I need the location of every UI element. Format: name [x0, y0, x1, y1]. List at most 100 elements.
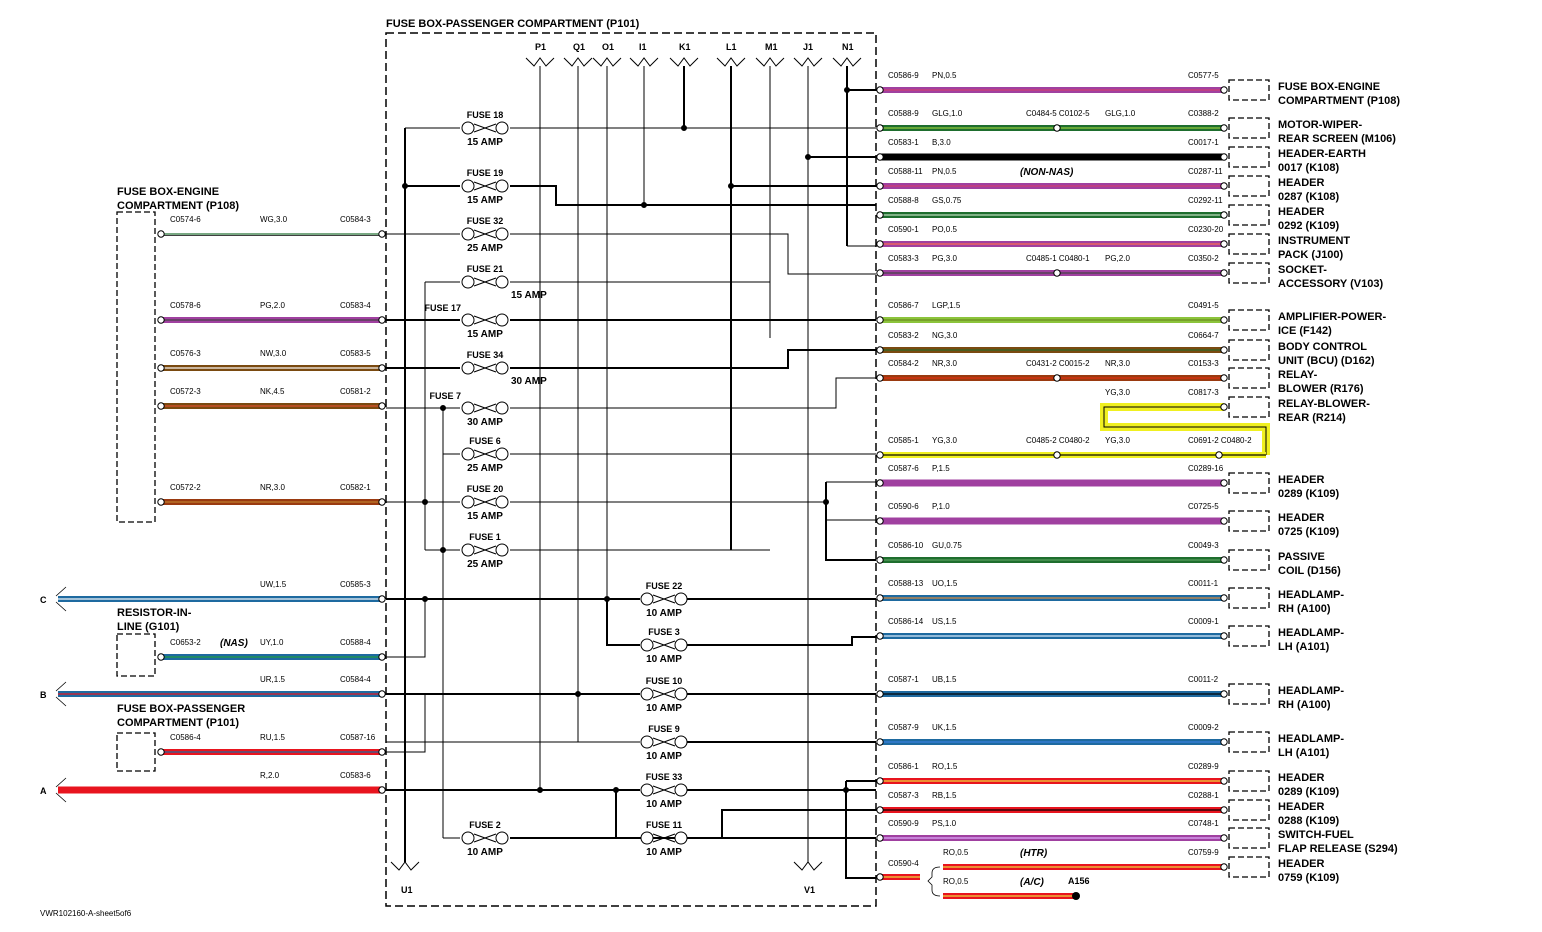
connector-pin-icon — [876, 86, 884, 94]
fuse: FUSE 20 15 AMP — [461, 484, 509, 522]
connector-id: C0590-6 — [888, 502, 919, 511]
internal-wire — [510, 377, 876, 409]
component-outline — [1228, 233, 1270, 255]
wire-code: YG,3.0 — [1105, 388, 1130, 397]
fuse-name: FUSE 21 — [467, 264, 504, 274]
component-outline — [1228, 79, 1270, 101]
fuse-symbol-icon — [461, 401, 475, 415]
connector-pin-icon — [1220, 153, 1228, 161]
fuse-element-icon — [652, 737, 676, 747]
fuse-element-icon — [473, 181, 497, 191]
splice-id: C0431-2 C0015-2 — [1026, 359, 1090, 368]
component-name: 0288 (K109) — [1278, 815, 1339, 827]
wire-code: P,1.0 — [932, 502, 950, 511]
wire-code: NK,4.5 — [260, 387, 285, 396]
connector-pin-icon — [378, 498, 386, 506]
right-component: SOCKET-ACCESSORY (V103) — [1228, 262, 1383, 290]
fuse-name: FUSE 33 — [646, 772, 683, 782]
wire-tracer — [880, 809, 1224, 811]
pin-label: K1 — [679, 42, 691, 52]
connector-pin-icon — [1220, 806, 1228, 814]
connector-pin-icon — [1220, 777, 1228, 785]
connector-id: C0587-1 — [888, 675, 919, 684]
right-component: HEADLAMP-RH (A100) — [1228, 587, 1344, 615]
connector-id: C0586-14 — [888, 617, 924, 626]
connector-pin-icon — [1220, 594, 1228, 602]
wire — [880, 517, 1224, 525]
wire-code: GLG,1.0 — [1105, 109, 1136, 118]
pin-label: I1 — [639, 42, 647, 52]
fuse-symbol-icon — [461, 275, 475, 289]
wire-code: YG,3.0 — [932, 436, 957, 445]
wire-code: NR,3.0 — [260, 483, 285, 492]
right-component: HEADLAMP-LH (A101) — [1228, 625, 1344, 653]
component-outline — [1228, 472, 1270, 494]
component-name: RELAY- — [1278, 369, 1318, 381]
wire-tracer — [880, 89, 1224, 91]
wire-code: UO,1.5 — [932, 579, 958, 588]
connector-pin-icon — [876, 374, 884, 382]
internal-wiring — [386, 66, 876, 879]
connector-pin-icon — [1220, 479, 1228, 487]
fuse-rating: 15 AMP — [467, 195, 503, 206]
connector-id: C0153-3 — [1188, 359, 1219, 368]
component-outline — [1228, 731, 1270, 753]
fuse-symbol-icon — [495, 227, 509, 241]
connector-id: C0588-8 — [888, 196, 919, 205]
wire-tracer — [880, 635, 1224, 637]
component-name: 0759 (K109) — [1278, 872, 1339, 884]
fuse-rating: 15 AMP — [467, 329, 503, 340]
connector-id: C0049-3 — [1188, 541, 1219, 550]
wire-code: US,1.5 — [932, 617, 957, 626]
wire-code: UK,1.5 — [932, 723, 957, 732]
connector-id: C0759-9 — [1188, 848, 1219, 857]
wire-code: NW,3.0 — [260, 349, 287, 358]
junction-dot — [604, 596, 610, 602]
connector-id: C0009-1 — [1188, 617, 1219, 626]
connector-pin-icon — [876, 632, 884, 640]
fuse-symbol-icon — [461, 227, 475, 241]
right-wire-run: YG,3.0 C0817-3 — [1100, 388, 1270, 455]
fuse-symbol-icon — [674, 735, 688, 749]
connector-id: C0590-4 — [888, 859, 919, 868]
ground-point-icon — [1072, 892, 1080, 900]
wire-code: PG,2.0 — [260, 301, 285, 310]
wire-tracer — [880, 272, 1224, 274]
connector-pin-icon — [378, 402, 386, 410]
ground-label: A156 — [1068, 876, 1090, 886]
fuse-rating: 25 AMP — [467, 559, 503, 570]
connector-id: C0817-3 — [1188, 388, 1219, 397]
harness-letter: C — [40, 595, 47, 605]
component-name: HEADLAMP- — [1278, 733, 1344, 745]
connector-id: C0590-1 — [888, 225, 919, 234]
fuse-symbol-icon — [674, 783, 688, 797]
connector-pin-icon — [876, 240, 884, 248]
fuse-rating: 15 AMP — [467, 511, 503, 522]
connector-pin-icon — [876, 834, 884, 842]
component-name: COMPARTMENT (P108) — [117, 200, 239, 212]
internal-wire — [825, 482, 876, 561]
pin-connector-icon — [793, 861, 823, 871]
pin-label: P1 — [535, 42, 546, 52]
fuse-name: FUSE 20 — [467, 484, 504, 494]
connector-pin-icon — [876, 182, 884, 190]
component-name: ACCESSORY (V103) — [1278, 278, 1383, 290]
internal-wire — [606, 599, 640, 646]
right-wire-run: RO,0.5(A/C)A156 — [943, 876, 1090, 900]
right-component: RELAY-BLOWER (R176) — [1228, 367, 1364, 395]
component-name: BODY CONTROL — [1278, 341, 1367, 353]
connector-pin-icon — [876, 153, 884, 161]
harness-break-icon — [55, 777, 67, 803]
component-name: FUSE BOX-ENGINE — [1278, 81, 1380, 93]
component-name: COMPARTMENT (P108) — [1278, 95, 1400, 107]
